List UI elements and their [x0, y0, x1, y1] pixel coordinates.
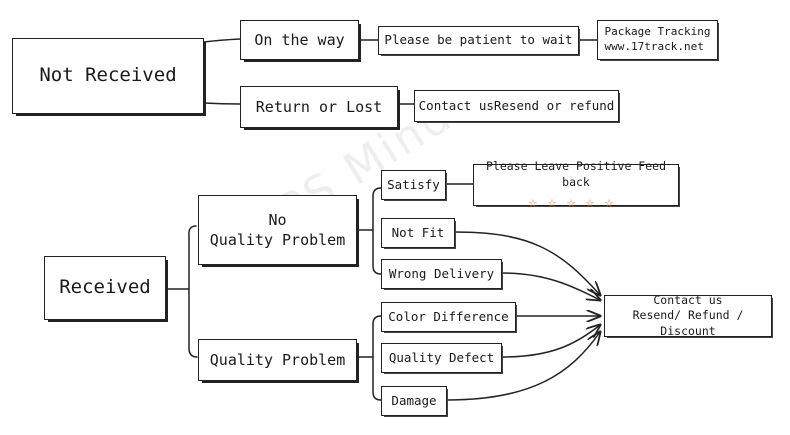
link-not-received-on-the-way — [203, 38, 241, 43]
patient-label: Please be patient to wait — [384, 32, 573, 48]
arrow-quality-defect — [501, 325, 600, 358]
quality-defect-node: Quality Defect — [381, 343, 502, 373]
rating-stars-icon: ☆☆☆☆☆ — [528, 192, 624, 211]
quality-bracket — [372, 315, 382, 401]
received-bracket — [188, 225, 198, 358]
return-or-lost-node: Return or Lost — [240, 86, 398, 128]
no-quality-bracket — [372, 187, 382, 275]
damage-label: Damage — [391, 392, 437, 408]
color-difference-label: Color Difference — [388, 308, 509, 324]
feedback-label: Please Leave Positive Feed back — [485, 159, 666, 189]
received-label: Received — [59, 276, 151, 299]
color-difference-node: Color Difference — [381, 302, 516, 332]
return-or-lost-label: Return or Lost — [255, 97, 383, 116]
contact-us-node: Contact us Resend/ Refund / Discount — [604, 292, 772, 338]
quality-problem-label: Quality Problem — [209, 350, 346, 369]
on-the-way-label: On the way — [254, 30, 345, 49]
arrow-not-fit — [454, 231, 600, 295]
tracking-node: Package Tracking www.17track.net — [597, 20, 718, 60]
not-fit-node: Not Fit — [381, 218, 455, 248]
not-received-node: Not Received — [12, 38, 204, 114]
patient-node: Please be patient to wait — [378, 26, 579, 55]
damage-node: Damage — [381, 386, 447, 416]
quality-problem-node: Quality Problem — [198, 339, 357, 381]
contact-resend-label: Contact usResend or refund — [418, 97, 615, 113]
satisfy-label: Satisfy — [387, 176, 440, 192]
contact-resend-node: Contact usResend or refund — [414, 90, 619, 122]
not-received-label: Not Received — [39, 64, 177, 87]
arrow-damage — [446, 332, 600, 401]
not-fit-label: Not Fit — [391, 224, 445, 240]
no-quality-problem-node: No Quality Problem — [198, 195, 357, 265]
tracking-label: Package Tracking www.17track.net — [604, 25, 711, 53]
wrong-delivery-label: Wrong Delivery — [388, 265, 495, 281]
on-the-way-node: On the way — [240, 20, 359, 60]
wrong-delivery-node: Wrong Delivery — [381, 259, 502, 289]
received-node: Received — [44, 256, 166, 320]
quality-defect-label: Quality Defect — [388, 349, 495, 365]
feedback-node: Please Leave Positive Feed back ☆☆☆☆☆ — [473, 159, 679, 211]
link-not-received-return — [203, 102, 241, 105]
arrow-wrong-delivery — [501, 272, 600, 300]
satisfy-node: Satisfy — [381, 170, 446, 200]
contact-us-label: Contact us Resend/ Refund / Discount — [632, 292, 744, 338]
no-quality-problem-label: No Quality Problem — [209, 210, 346, 249]
